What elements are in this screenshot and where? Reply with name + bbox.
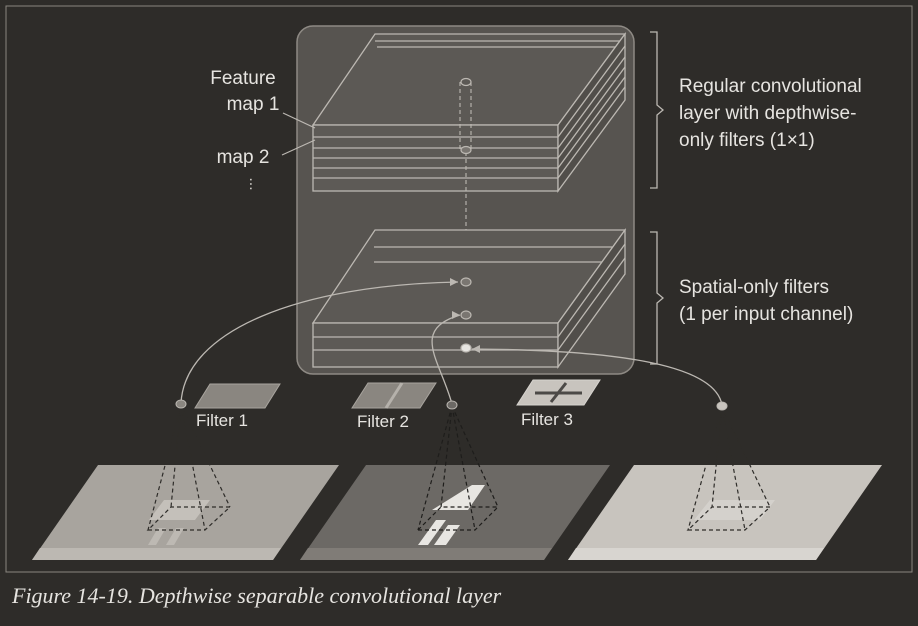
column-top-cap (460, 77, 472, 87)
depthwise-output-dot-1 (460, 277, 472, 287)
label-regular-layer-line1: Regular convolutional (679, 76, 862, 97)
receptive-field-pyramid-2 (416, 405, 500, 531)
label-regular-layer-line3: only filters (1×1) (679, 130, 815, 151)
arrowhead-2 (452, 311, 460, 319)
brace-regular-layer (650, 31, 665, 189)
input-map-2 (300, 465, 610, 560)
connection-curve-1 (180, 281, 459, 404)
receptive-field-pyramid-1 (146, 404, 232, 531)
pointer-map-2 (281, 139, 316, 156)
connection-curve-3 (471, 348, 723, 406)
label-filter-1: Filter 1 (196, 411, 248, 430)
apex-node-3 (716, 401, 728, 411)
figure-frame (5, 5, 913, 573)
label-spatial-line2: (1 per input channel) (679, 304, 853, 325)
arrowhead-3 (472, 345, 480, 353)
pointer-map-1 (282, 112, 316, 129)
label-filter-3: Filter 3 (521, 410, 573, 429)
depthwise-output-block (311, 227, 627, 370)
filter-3-vertical-stroke (549, 382, 568, 403)
label-spatial-line1: Spatial-only filters (679, 277, 829, 298)
arrowhead-1 (450, 278, 458, 286)
filter-2-vertical-stroke (384, 382, 404, 409)
apex-node-2 (446, 400, 458, 410)
filter-1-kernel (194, 383, 281, 409)
label-ellipsis: ... (246, 177, 263, 190)
connection-curve-2 (431, 314, 461, 405)
depthwise-output-dot-3 (460, 343, 472, 353)
column-output-dot (460, 145, 472, 155)
label-filter-2: Filter 2 (357, 412, 409, 431)
receptive-field-pyramid-3 (686, 406, 772, 531)
label-feature-map-1-line1: Feature (210, 68, 275, 89)
apex-node-1 (175, 399, 187, 409)
figure-caption: Figure 14-19. Depthwise separable convol… (12, 583, 502, 608)
label-feature-map-2: map 2 (217, 147, 270, 168)
depthwise-output-dot-2 (460, 310, 472, 320)
brace-spatial-layer (650, 231, 665, 365)
input-map-3 (568, 465, 882, 560)
label-regular-layer-line2: layer with depthwise- (679, 103, 856, 124)
label-feature-map-1-line2: map 1 (227, 94, 280, 115)
input-map-1 (32, 465, 339, 560)
